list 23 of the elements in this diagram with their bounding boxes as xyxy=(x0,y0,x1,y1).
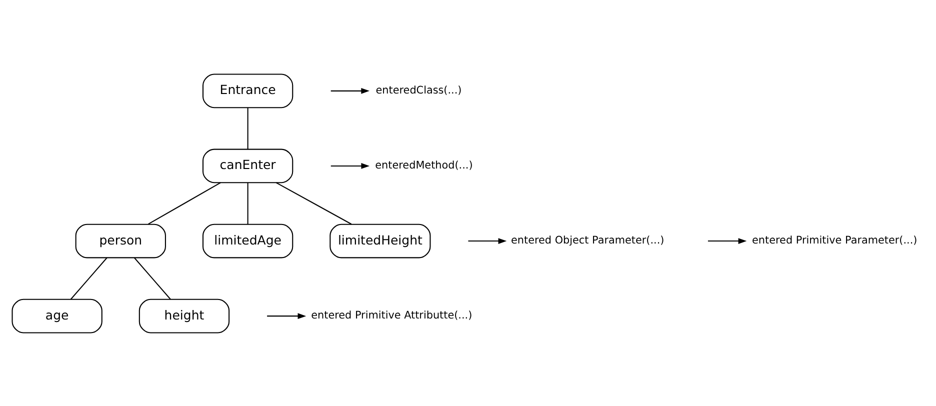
node-text: enteredClass(...) xyxy=(376,84,462,96)
node-box: limitedAge xyxy=(202,223,294,258)
arrow xyxy=(330,162,370,168)
node-box: Entrance xyxy=(202,73,294,108)
node-box: height xyxy=(138,298,230,333)
connector xyxy=(134,257,171,300)
arrow xyxy=(267,312,306,318)
connector xyxy=(276,182,352,224)
connector xyxy=(247,182,248,224)
node-text: enteredMethod(...) xyxy=(375,159,473,172)
arrow xyxy=(330,88,370,94)
node-text: entered Object Parameter(...) xyxy=(510,234,664,246)
node-text: entered Primitive Attributte(...) xyxy=(311,309,472,322)
node-box: age xyxy=(12,298,102,333)
node-box: person xyxy=(75,223,166,258)
connector xyxy=(148,182,221,224)
node-box: limitedHeight xyxy=(330,223,431,258)
node-box: canEnter xyxy=(202,148,294,183)
arrow xyxy=(468,238,507,244)
node-text: entered Primitive Parameter(...) xyxy=(752,234,918,246)
connector xyxy=(70,257,108,300)
connector xyxy=(247,107,248,149)
arrow xyxy=(708,238,747,244)
